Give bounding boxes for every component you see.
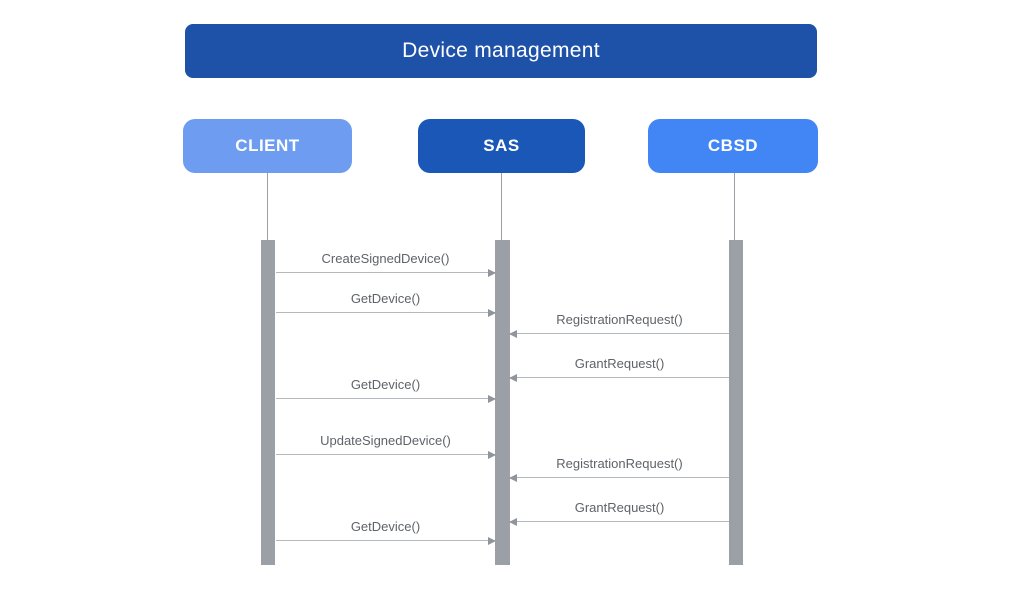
message-arrow <box>276 309 496 317</box>
message-registration-request-1: RegistrationRequest() <box>509 310 729 338</box>
message-arrow <box>509 330 729 338</box>
lifeline-sas <box>501 173 502 240</box>
arrowhead-left-icon <box>509 330 517 338</box>
message-label: CreateSignedDevice() <box>321 251 450 266</box>
message-label: GetDevice() <box>350 377 421 392</box>
arrowhead-right-icon <box>488 395 496 403</box>
actor-client-label: CLIENT <box>235 136 300 155</box>
message-label: GrantRequest() <box>574 356 665 371</box>
message-create-signed-device: CreateSignedDevice() <box>276 249 496 277</box>
message-label: GrantRequest() <box>574 500 665 515</box>
actor-client: CLIENT <box>183 119 352 173</box>
message-update-signed-device: UpdateSignedDevice() <box>276 431 496 459</box>
message-get-device-2: GetDevice() <box>276 375 496 403</box>
message-get-device-3: GetDevice() <box>276 517 496 545</box>
message-arrow <box>276 269 496 277</box>
message-get-device-1: GetDevice() <box>276 289 496 317</box>
activation-bar-client <box>261 240 275 565</box>
message-grant-request-1: GrantRequest() <box>509 354 729 382</box>
arrowhead-left-icon <box>509 518 517 526</box>
message-label: RegistrationRequest() <box>556 312 683 327</box>
lifeline-client <box>267 173 268 240</box>
message-label: GetDevice() <box>350 519 421 534</box>
message-label: UpdateSignedDevice() <box>320 433 451 448</box>
arrowhead-right-icon <box>488 269 496 277</box>
arrowhead-left-icon <box>509 474 517 482</box>
diagram-title: Device management <box>185 24 817 78</box>
message-label: GetDevice() <box>350 291 421 306</box>
actor-cbsd-label: CBSD <box>707 136 759 155</box>
arrowhead-left-icon <box>509 374 517 382</box>
arrowhead-right-icon <box>488 537 496 545</box>
message-arrow <box>509 518 729 526</box>
lifeline-cbsd <box>734 173 735 240</box>
activation-bar-sas <box>495 240 510 565</box>
message-grant-request-2: GrantRequest() <box>509 498 729 526</box>
message-registration-request-2: RegistrationRequest() <box>509 454 729 482</box>
message-label: RegistrationRequest() <box>556 456 683 471</box>
diagram-title-text: Device management <box>402 39 600 62</box>
arrowhead-right-icon <box>488 451 496 459</box>
actor-cbsd: CBSD <box>648 119 818 173</box>
message-arrow <box>276 451 496 459</box>
arrowhead-right-icon <box>488 309 496 317</box>
actor-sas-label: SAS <box>483 136 520 155</box>
activation-bar-cbsd <box>729 240 743 565</box>
actor-sas: SAS <box>418 119 585 173</box>
message-arrow <box>509 374 729 382</box>
message-arrow <box>276 395 496 403</box>
message-arrow <box>276 537 496 545</box>
message-arrow <box>509 474 729 482</box>
